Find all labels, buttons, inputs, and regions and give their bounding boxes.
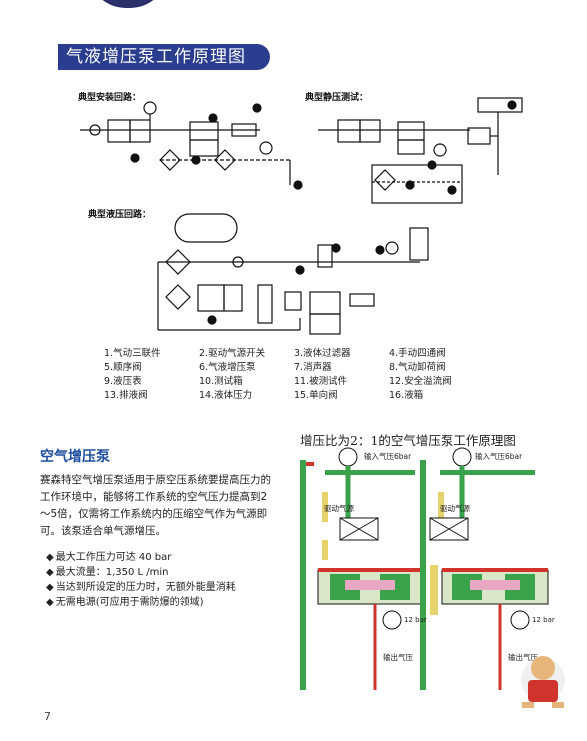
legend-item: 8.气动卸荷阀 (389, 362, 446, 373)
legend-item: 16.液箱 (389, 390, 424, 401)
component-legend: 1.气动三联件 2.驱动气源开关 3.液体过滤器 4.手动四通阀 5.顺序阀 6… (104, 345, 484, 401)
legend-item: 5.顺序阀 (104, 362, 142, 373)
static-test-label: 典型静压测试： (305, 93, 369, 103)
feature-item: 最大流量：1,350 L /min (46, 565, 286, 580)
feature-item: 最大工作压力可达 40 bar (46, 550, 286, 565)
ratio-diagram-title: 增压比为2：1的空气增压泵工作原理图 (300, 433, 516, 448)
page-title: 气液增压泵工作原理图 (58, 44, 270, 70)
legend-item: 13.排液阀 (104, 390, 148, 401)
gauge-value-right: 12 bar (532, 616, 555, 624)
feature-list: 最大工作压力可达 40 bar 最大流量：1,350 L /min 当达到所设定… (46, 550, 286, 610)
input-pressure-label-left: 输入气压6bar (364, 452, 412, 461)
legend-row: 9.液压表 10.测试箱 11.被测试件 12.安全溢流阀 (104, 373, 484, 387)
legend-item: 1.气动三联件 (104, 348, 161, 359)
booster-right (420, 447, 549, 690)
legend-item: 12.安全溢流阀 (389, 376, 452, 387)
drive-air-label-left: 驱动气源 (324, 504, 354, 513)
hydraulic-circuit-label: 典型液压回路： (88, 210, 152, 220)
feature-item: 无需电源(可应用于需防爆的领域) (46, 595, 286, 610)
page-number: 7 (44, 710, 51, 723)
hydraulic-circuit-diagram (157, 213, 429, 335)
legend-item: 4.手动四通阀 (389, 348, 446, 359)
legend-item: 9.液压表 (104, 376, 142, 387)
install-circuit-diagram (80, 101, 303, 190)
output-pressure-label-right: 输出气压 (508, 653, 538, 662)
legend-item: 6.气液增压泵 (199, 362, 256, 373)
drive-air-label-right: 驱动气源 (440, 504, 470, 513)
legend-item: 15.单向阀 (294, 390, 338, 401)
legend-item: 3.液体过滤器 (294, 348, 351, 359)
install-circuit-label: 典型安装回路： (78, 93, 142, 103)
legend-row: 13.排液阀 14.液体压力 15.单向阀 16.液箱 (104, 387, 484, 401)
legend-item: 11.被测试件 (294, 376, 348, 387)
booster-left (300, 447, 438, 690)
gauge-value-left: 12 bar (404, 616, 427, 624)
legend-item: 2.驱动气源开关 (199, 348, 266, 359)
legend-row: 1.气动三联件 2.驱动气源开关 3.液体过滤器 4.手动四通阀 (104, 345, 484, 359)
legend-item: 14.液体压力 (199, 390, 253, 401)
input-pressure-label-right: 输入气压6bar (475, 452, 523, 461)
output-pressure-label-left: 输出气压 (383, 653, 413, 662)
top-decoration (88, 0, 168, 8)
section-title: 空气增压泵 (40, 449, 110, 465)
legend-item: 7.消声器 (294, 362, 332, 373)
static-test-diagram (318, 97, 523, 204)
legend-item: 10.测试箱 (199, 376, 243, 387)
legend-row: 5.顺序阀 6.气液增压泵 7.消声器 8.气动卸荷阀 (104, 359, 484, 373)
section-description: 赛森特空气增压泵适用于原空压系统要提高压力的工作环境中，能够将工作系统的空气压力… (40, 474, 271, 537)
feature-item: 当达到所设定的压力时，无额外能量消耗 (46, 580, 286, 595)
